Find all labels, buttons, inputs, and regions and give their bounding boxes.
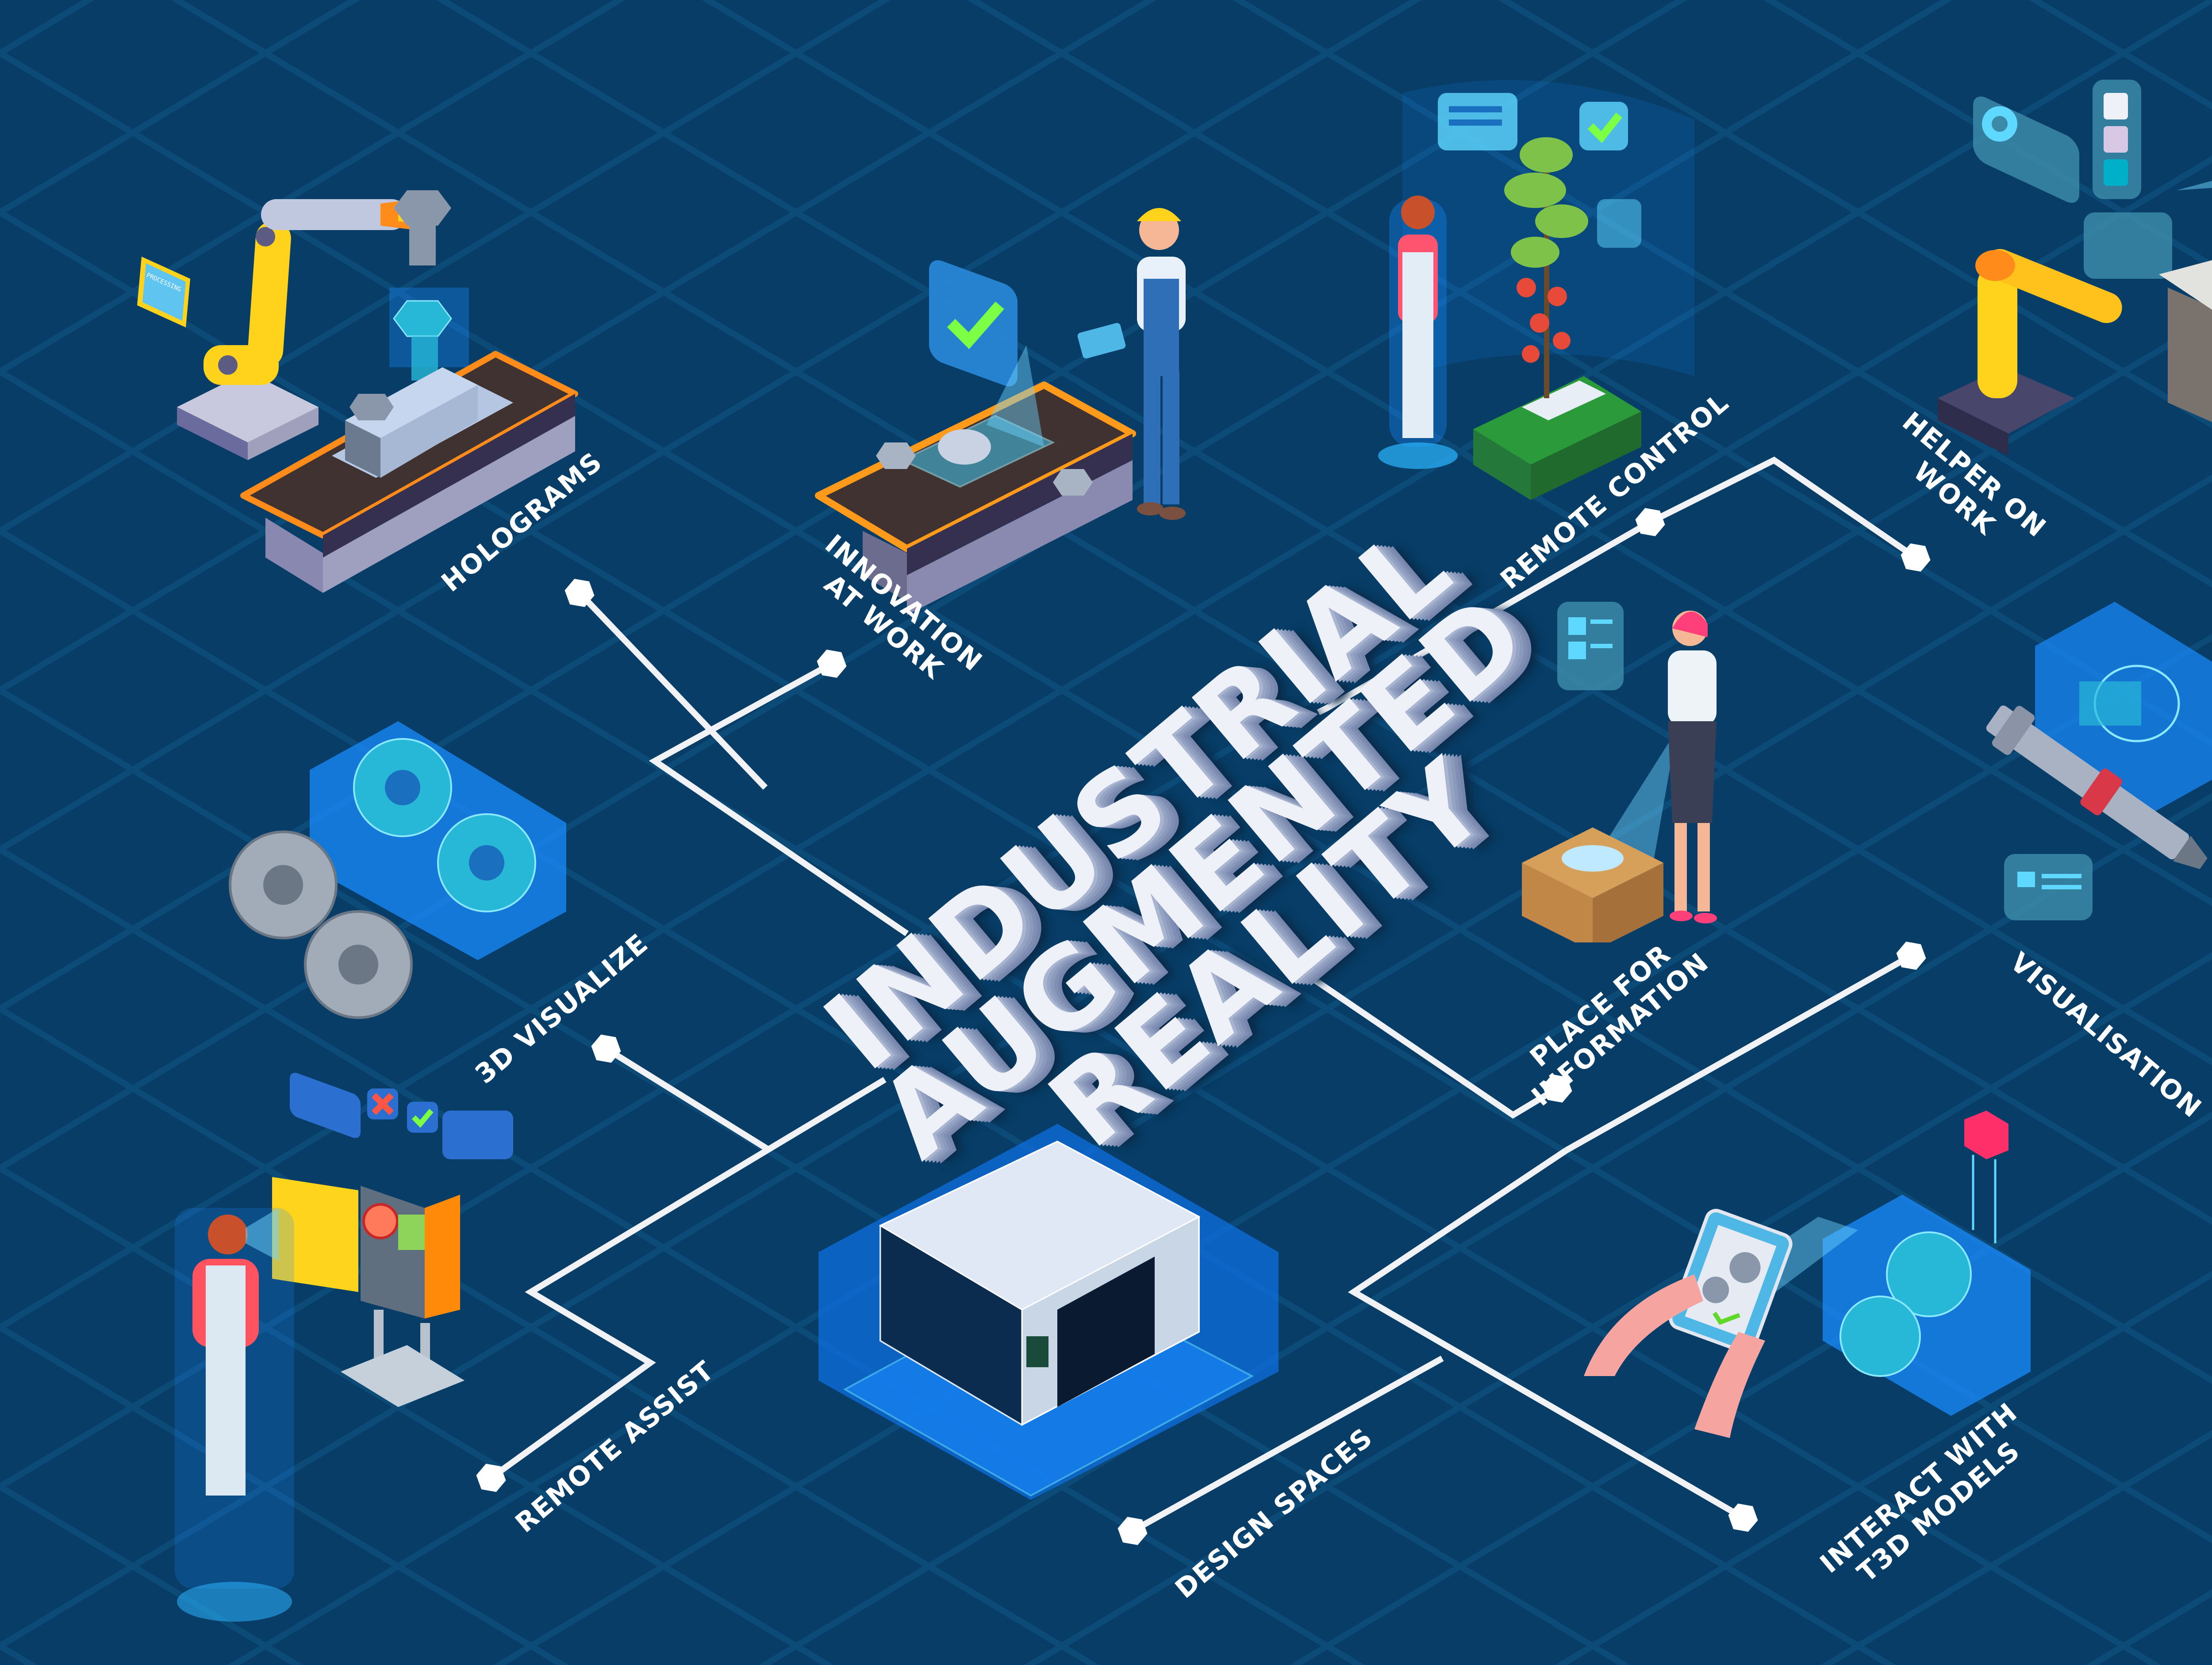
connector-design-spaces	[1131, 1355, 1444, 1534]
innovation-illustration	[815, 208, 1186, 615]
hex-node-holograms	[565, 579, 595, 607]
hex-node-innovation-at-work	[817, 650, 847, 678]
holograms-illustration: PROCESSING	[137, 190, 578, 593]
hex-node-design-spaces	[1118, 1517, 1148, 1545]
remote-control-illustration	[1378, 80, 1694, 500]
connector-helper	[1648, 456, 1917, 560]
hex-node-helper-on-work	[1901, 543, 1931, 572]
connector-3d-visualize	[604, 1046, 772, 1153]
connector-innovation	[649, 661, 909, 936]
design-spaces-illustration	[818, 1124, 1279, 1500]
connector-place-info	[1303, 971, 1559, 1119]
hex-node-interact-with-t3d-models	[1728, 1503, 1758, 1532]
visualisation-illustration	[1986, 602, 2212, 920]
hex-node-remote-assist	[476, 1464, 506, 1492]
hex-node-3d-visualize	[591, 1034, 621, 1063]
remote-assist-illustration	[175, 1073, 513, 1622]
helper-illustration	[1938, 80, 2212, 456]
connector-remote-assist	[489, 1077, 887, 1480]
place-for-info-illustration	[1522, 602, 1717, 942]
connector-remote-control	[1317, 519, 1652, 715]
hex-node-remote-control	[1635, 508, 1665, 536]
3d-visualize-illustration	[229, 721, 566, 1019]
connector-holograms	[577, 591, 768, 790]
connector-visualisation	[1564, 953, 1913, 1154]
interact-illustration	[1584, 1111, 2031, 1438]
hex-node-place-for-information	[1542, 1074, 1572, 1103]
hex-node-visualisation	[1896, 942, 1926, 970]
connector-interact	[1348, 1148, 1745, 1521]
